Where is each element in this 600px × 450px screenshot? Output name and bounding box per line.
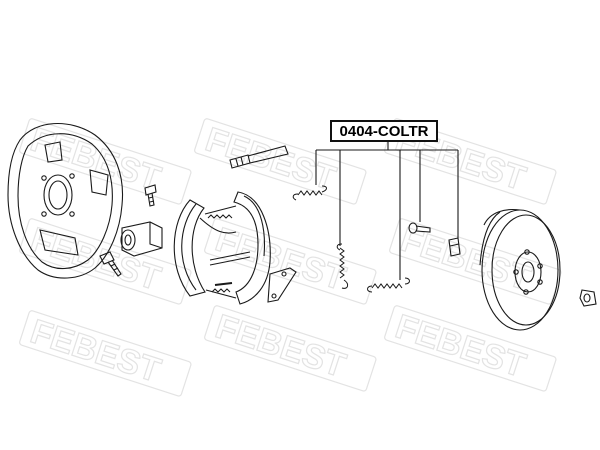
watermark-8: FEBEST [204, 305, 377, 392]
vertical-spring [336, 243, 349, 289]
part-number-label: 0404-COLTR [330, 120, 438, 142]
svg-text:FEBEST: FEBEST [211, 307, 351, 385]
lower-return-spring [367, 277, 410, 293]
brake-shoe-set [173, 191, 271, 305]
svg-text:FEBEST: FEBEST [396, 220, 536, 298]
hold-down-pin [408, 222, 431, 234]
upper-return-spring [292, 185, 327, 201]
drum-nut [579, 289, 597, 307]
svg-text:FEBEST: FEBEST [211, 220, 351, 298]
backing-plate [7, 123, 124, 279]
svg-text:FEBEST: FEBEST [26, 220, 166, 298]
watermark-6: FEBEST [389, 218, 562, 305]
wheel-cylinder [120, 221, 163, 257]
svg-text:FEBEST: FEBEST [26, 312, 166, 390]
leader-lines [315, 142, 459, 280]
svg-text:FEBEST: FEBEST [201, 120, 341, 198]
adjuster-strut [229, 145, 289, 169]
watermark-7: FEBEST [19, 310, 192, 397]
svg-text:FEBEST: FEBEST [26, 120, 166, 198]
parking-lever [267, 267, 297, 303]
watermark-9: FEBEST [384, 305, 557, 392]
mounting-bolt [99, 251, 122, 277]
watermark-4: FEBEST [204, 218, 377, 305]
svg-text:FEBEST: FEBEST [391, 307, 531, 385]
brake-drum [479, 208, 561, 331]
hold-down-clip [448, 237, 461, 257]
bleeder-screw [144, 184, 157, 207]
shoe-assembly-springs [207, 214, 233, 293]
